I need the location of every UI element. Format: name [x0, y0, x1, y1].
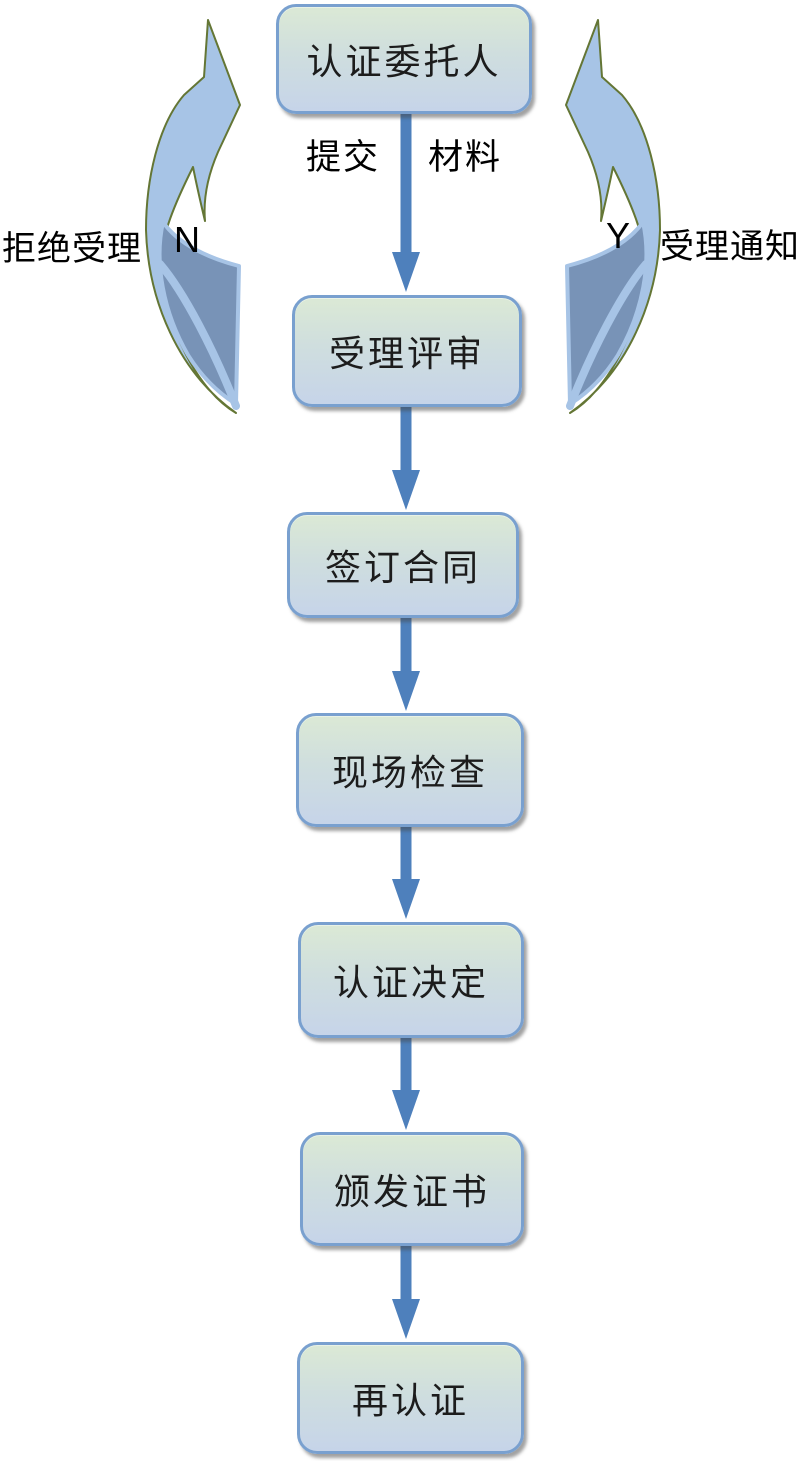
- flow-arrow-5: [392, 1036, 420, 1130]
- node-issue-certificate: 颁发证书: [300, 1132, 524, 1246]
- node-sign-contract: 签订合同: [287, 512, 519, 618]
- node-certification-client: 认证委托人: [276, 4, 532, 114]
- flow-arrow-4: [392, 826, 420, 919]
- flow-arrow-3: [392, 617, 420, 711]
- node-acceptance-review: 受理评审: [292, 295, 522, 407]
- label-reject-acceptance: 拒绝受理: [2, 230, 142, 268]
- loop-arrow-left: [146, 20, 240, 413]
- label-submit: 提交: [306, 138, 381, 177]
- flag-n: N: [174, 219, 200, 260]
- label-materials: 材料: [428, 138, 503, 177]
- label-acceptance-notice: 受理通知: [660, 228, 800, 266]
- node-recertification: 再认证: [297, 1342, 524, 1454]
- flow-arrow-6: [392, 1245, 420, 1339]
- flow-arrow-2: [392, 407, 420, 510]
- node-certification-decision: 认证决定: [298, 922, 524, 1038]
- flow-arrow-1: [392, 113, 420, 292]
- node-site-inspection: 现场检查: [296, 713, 524, 827]
- flag-y: Y: [606, 215, 631, 256]
